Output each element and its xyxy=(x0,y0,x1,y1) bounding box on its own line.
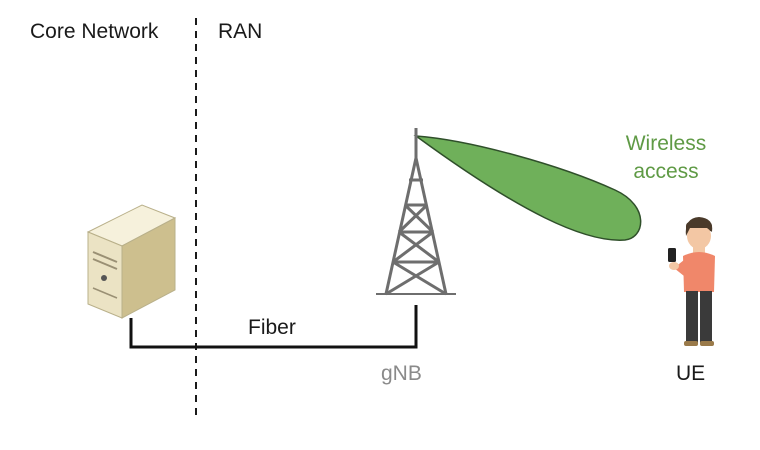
gnb-label: gNB xyxy=(381,362,422,385)
fiber-link xyxy=(129,305,418,349)
beam-shape xyxy=(413,135,642,241)
ue-label: UE xyxy=(676,362,706,385)
cell-tower-icon xyxy=(376,128,456,296)
core-network-label: Core Network xyxy=(30,20,159,43)
ran-label: RAN xyxy=(218,20,263,43)
wireless-access-label: Wireless access xyxy=(625,132,707,183)
server-icon xyxy=(86,204,177,319)
person-with-phone-icon xyxy=(668,217,715,346)
fiber-label: Fiber xyxy=(248,316,296,339)
